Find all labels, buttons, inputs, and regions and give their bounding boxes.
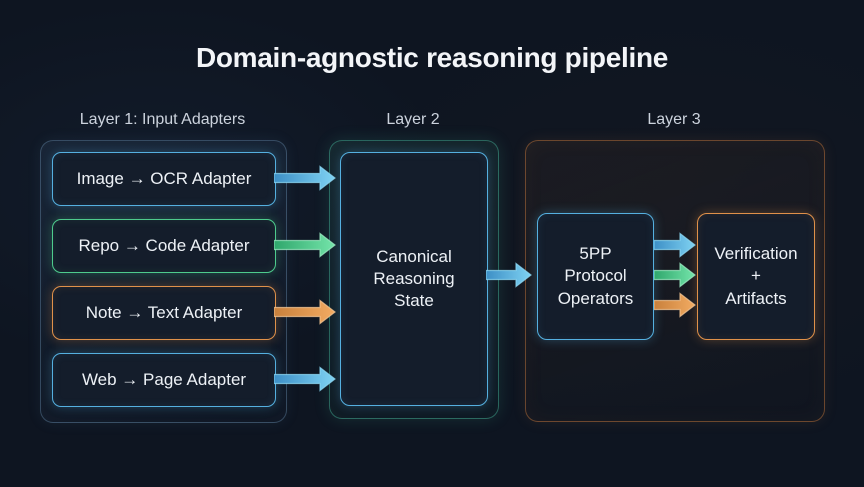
arrow-operators-to-verification-top-icon xyxy=(654,232,696,258)
node-repo-code-adapter: Repo → Code Adapter xyxy=(52,219,276,273)
arrow-state-to-operators-icon xyxy=(486,262,532,288)
layer2-label: Layer 2 xyxy=(386,111,440,128)
node-5pp-protocol-operators: 5PP Protocol Operators xyxy=(537,213,654,340)
node-image-ocr-adapter: Image → OCR Adapter xyxy=(52,152,276,206)
arrow-operators-to-verification-middle-icon xyxy=(654,262,696,288)
layer3-label: Layer 3 xyxy=(647,111,701,128)
node-web-page-adapter-label: Web → Page Adapter xyxy=(81,369,247,389)
arrow-web-adapter-to-state-icon xyxy=(274,366,336,392)
node-web-page-adapter: Web → Page Adapter xyxy=(52,353,276,407)
arrow-operators-to-verification-bottom-icon xyxy=(654,292,696,318)
node-image-ocr-adapter-label: Image → OCR Adapter xyxy=(76,168,252,188)
arrow-note-adapter-to-state-icon xyxy=(274,299,336,325)
node-repo-code-adapter-label: Repo → Code Adapter xyxy=(78,235,250,255)
node-verification-artifacts: Verification + Artifacts xyxy=(697,213,815,340)
node-canonical-reasoning-state: Canonical Reasoning State xyxy=(340,152,488,406)
layer1-label: Layer 1: Input Adapters xyxy=(79,111,246,128)
arrow-image-adapter-to-state-icon xyxy=(274,165,336,191)
node-verification-artifacts-label: Verification + Artifacts xyxy=(714,244,798,308)
arrow-repo-adapter-to-state-icon xyxy=(274,232,336,258)
node-note-text-adapter: Note → Text Adapter xyxy=(52,286,276,340)
node-5pp-protocol-operators-label: 5PP Protocol Operators xyxy=(557,244,634,308)
node-note-text-adapter-label: Note → Text Adapter xyxy=(85,302,243,322)
page-title: Domain-agnostic reasoning pipeline xyxy=(195,42,669,73)
node-canonical-reasoning-state-label: Canonical Reasoning State xyxy=(373,246,455,311)
